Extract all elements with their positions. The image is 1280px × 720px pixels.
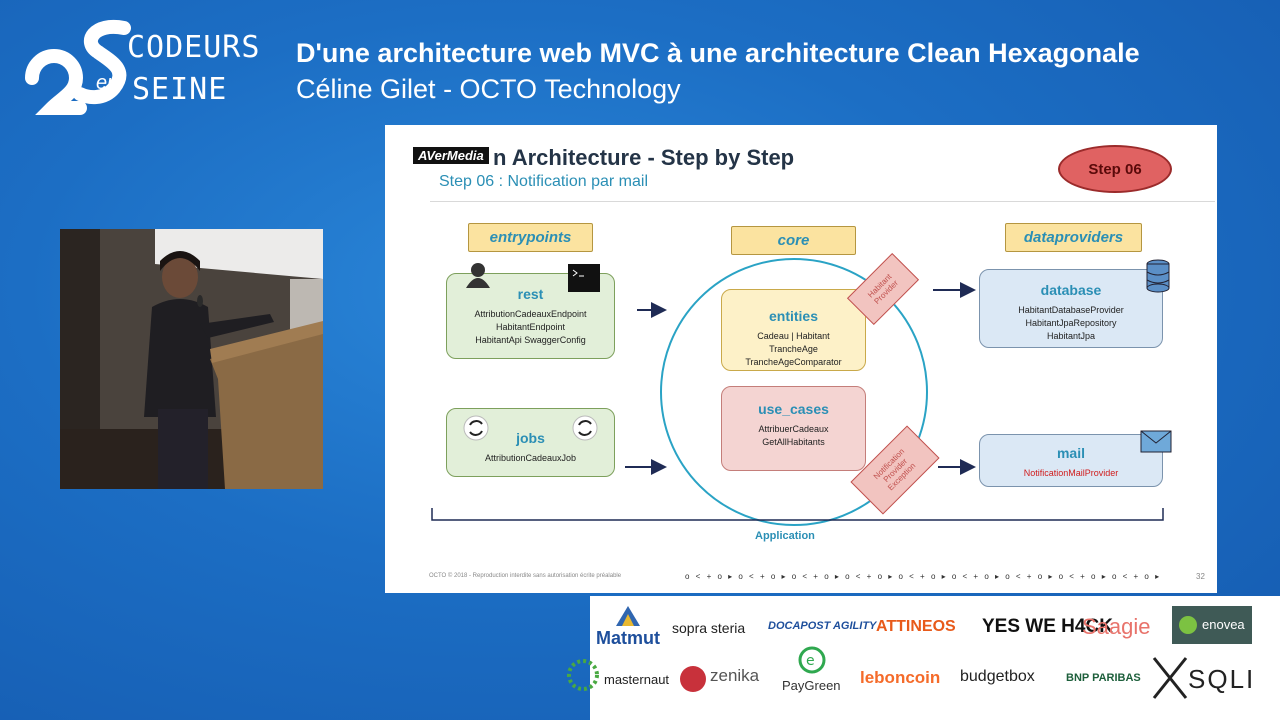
- database-icon: [1146, 259, 1170, 293]
- application-label: Application: [755, 530, 815, 542]
- sponsor-docapost: DOCAPOST AGILITY: [768, 620, 877, 632]
- application-bracket: [431, 508, 1164, 521]
- rest-line: HabitantApi SwaggerConfig: [475, 335, 586, 345]
- slide-footer: OCTO © 2018 - Reproduction interdite san…: [429, 573, 622, 579]
- talk-title: D'une architecture web MVC à une archite…: [296, 38, 1140, 68]
- sponsor-leboncoin: leboncoin: [860, 668, 941, 687]
- logo-seine: SEINE: [132, 72, 228, 107]
- sqli-logo-icon: [1152, 657, 1188, 699]
- avermedia-overlay: AVerMedia: [413, 147, 489, 164]
- sponsor-yes-we-hack: YES WE H4CK: [982, 616, 1113, 637]
- masternaut-logo-icon: [567, 659, 599, 691]
- database-line: HabitantJpa: [1046, 331, 1096, 341]
- cycle-icon: [572, 415, 598, 441]
- sponsor-paygreen: PayGreen: [782, 678, 841, 693]
- svg-text:e: e: [806, 653, 815, 669]
- enovea-logo-box: enovea: [1172, 606, 1252, 644]
- step-badge-label: Step 06: [1088, 160, 1142, 178]
- header-dataproviders: dataproviders: [1005, 223, 1142, 252]
- sponsor-budgetbox: budgetbox: [960, 668, 1035, 685]
- event-logo: en CODEURS SEINE: [22, 18, 259, 118]
- logo-codeurs: CODEURS: [127, 30, 261, 65]
- sponsor-zenika: zenika: [710, 666, 760, 685]
- core-circle: [660, 258, 928, 526]
- entities-title: entities: [768, 308, 818, 324]
- use-cases-line: GetAllHabitants: [762, 437, 825, 447]
- sponsor-masternaut: masternaut: [604, 672, 670, 687]
- step-badge: Step 06: [1058, 145, 1172, 193]
- rest-line: HabitantEndpoint: [495, 322, 566, 332]
- slide-divider: [430, 201, 1215, 202]
- sponsors-banner: Matmut sopra steria DOCAPOST AGILITY ATT…: [567, 596, 1280, 720]
- slide-subtitle: Step 06 : Notification par mail: [439, 173, 648, 190]
- zenika-logo-icon: [680, 666, 706, 692]
- footer-navigation-dots: o < + o ▸ o < + o ▸ o < + o ▸ o < + o ▸ …: [685, 572, 1162, 581]
- database-line: HabitantDatabaseProvider: [1018, 305, 1124, 315]
- database-line: HabitantJpaRepository: [1025, 318, 1117, 328]
- sponsor-bnp-paribas: BNP PARIBAS: [1066, 672, 1141, 684]
- envelope-icon: [1140, 430, 1172, 453]
- database-box: database HabitantDatabaseProvider Habita…: [979, 269, 1163, 348]
- slide-title: n Architecture - Step by Step: [493, 145, 795, 170]
- logo-en: en: [96, 72, 119, 94]
- entities-line: TrancheAge: [769, 344, 818, 354]
- mail-title: mail: [1056, 445, 1085, 461]
- sponsor-saagie: Saagie: [1082, 614, 1151, 639]
- header-core: core: [731, 226, 856, 255]
- sponsor-matmut: Matmut: [596, 628, 660, 648]
- mail-box: mail NotificationMailProvider: [979, 434, 1163, 487]
- sponsor-attineos: ATTINEOS: [876, 618, 956, 635]
- slide-page-number: 32: [1196, 572, 1205, 581]
- sponsor-sqli: SQLI: [1188, 664, 1256, 694]
- talk-speaker: Céline Gilet - OCTO Technology: [296, 74, 681, 104]
- matmut-logo-icon: [616, 606, 640, 626]
- sponsor-enovea: enovea: [1202, 617, 1245, 632]
- sponsor-sopra-steria: sopra steria: [672, 620, 746, 636]
- user-icon: [466, 263, 490, 288]
- globe-icon: [1179, 616, 1197, 634]
- rest-title: rest: [517, 286, 544, 302]
- entities-line: Cadeau | Habitant: [757, 331, 830, 341]
- database-title: database: [1040, 282, 1102, 298]
- paygreen-logo-icon: e: [798, 646, 826, 674]
- diagram-connections: [431, 258, 1164, 526]
- speaker-camera-feed: [60, 229, 323, 489]
- rest-line: AttributionCadeauxEndpoint: [474, 309, 587, 319]
- mail-line: NotificationMailProvider: [1023, 468, 1119, 478]
- terminal-icon: [568, 264, 600, 292]
- cycle-icon: [463, 415, 489, 441]
- header-entrypoints: entrypoints: [468, 223, 593, 252]
- presentation-slide: AVerMedia n Architecture - Step by Step …: [385, 125, 1217, 593]
- jobs-line: AttributionCadeauxJob: [484, 453, 577, 463]
- jobs-title: jobs: [516, 430, 545, 446]
- speaker-video-image: [60, 229, 323, 489]
- use-cases-line: AttribuerCadeaux: [758, 424, 829, 434]
- use-cases-box: use_cases AttribuerCadeaux GetAllHabitan…: [721, 386, 866, 471]
- entities-box: entities Cadeau | Habitant TrancheAge Tr…: [721, 289, 866, 371]
- entities-line: TrancheAgeComparator: [745, 357, 842, 367]
- logo-mark-icon: [25, 19, 131, 115]
- use-cases-title: use_cases: [758, 401, 829, 417]
